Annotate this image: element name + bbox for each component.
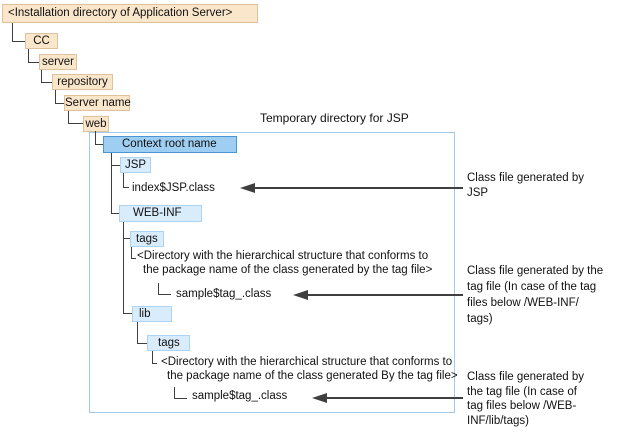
node-server-name: Server name (64, 95, 131, 111)
arrow-line-to-index-class (255, 187, 463, 189)
annotation-class-file-jsp: Class file generated by JSP (467, 171, 584, 201)
annotation-line: Class file generated by (467, 172, 584, 184)
connector-line (152, 363, 157, 364)
connector-line (123, 187, 129, 188)
connector-line (111, 153, 112, 213)
connector-line (95, 144, 103, 145)
connector-line (68, 111, 69, 124)
connector-line (68, 123, 83, 124)
annotation-line: files below /WEB-INF/ (467, 297, 579, 309)
connector-line (131, 258, 136, 259)
node-web: web (83, 116, 109, 132)
connector-line (55, 90, 56, 104)
annotation-line: Class file generated by the (467, 265, 604, 277)
connector-line (174, 398, 187, 399)
node-tags-webinf: tags (130, 231, 164, 247)
annotation-line: the tag file (In case of (467, 385, 577, 398)
annotation-class-file-webinf-tags: Class file generated by the tag file (In… (467, 263, 603, 327)
connector-line (174, 387, 175, 399)
arrow-line-to-sample-webinf (308, 294, 463, 296)
connector-line (123, 173, 124, 188)
node-server: server (39, 54, 77, 70)
file-sample-tag-class-lib: sample$tag_.class (192, 390, 288, 402)
connector-line (12, 41, 25, 42)
connector-line (152, 351, 153, 364)
connector-line (28, 49, 29, 63)
file-sample-tag-class-webinf: sample$tag_.class (176, 288, 272, 300)
annotation-line: tags) (467, 313, 493, 325)
connector-line (123, 313, 132, 314)
connector-line (158, 294, 171, 295)
node-repository: repository (52, 74, 113, 90)
connector-line (137, 343, 147, 344)
connector-line (95, 131, 96, 145)
arrow-head-to-sample-webinf (293, 290, 308, 300)
node-lib: lib (132, 306, 172, 322)
node-tags-lib: tags (147, 335, 190, 351)
file-index-jsp-class: index$JSP.class (132, 182, 215, 194)
connector-line (12, 23, 13, 42)
annotation-line: INF/lib/tags) (467, 414, 529, 427)
node-cc: CC (25, 33, 58, 49)
connector-line (131, 247, 132, 259)
connector-line (137, 322, 138, 344)
connector-line (158, 283, 159, 295)
connector-line (28, 62, 39, 63)
annotation-line: tag file (In case of the tag (467, 281, 597, 293)
node-jsp: JSP (120, 157, 151, 173)
node-web-inf: WEB-INF (119, 205, 202, 222)
annotation-line: JSP (467, 187, 489, 199)
dir-package-webinf-line2: the package name of the class generated … (143, 264, 433, 276)
connector-line (41, 70, 42, 83)
connector-line (123, 238, 130, 239)
arrow-line-to-sample-lib (327, 397, 463, 399)
connector-line (123, 222, 124, 314)
connector-line (55, 103, 64, 104)
arrow-head-to-sample-lib (312, 393, 327, 403)
connector-line (111, 165, 120, 166)
jsp-temp-dir-box (89, 132, 455, 413)
jsp-temp-dir-label: Temporary directory for JSP (260, 111, 409, 125)
node-context-root: Context root name (103, 136, 237, 153)
dir-package-webinf-line1: <Directory with the hierarchical structu… (137, 250, 429, 262)
annotation-class-file-lib-tags: Class file generated by the tag file (In… (467, 370, 584, 428)
dir-package-lib-line2: the package name of the class generated … (167, 370, 458, 382)
dir-package-lib-line1: <Directory with the hierarchical structu… (161, 356, 453, 368)
arrow-head-to-index-class (240, 183, 255, 193)
connector-line (41, 82, 52, 83)
connector-line (111, 213, 119, 214)
node-installation-directory: <Installation directory of Application S… (2, 4, 258, 23)
annotation-line: Class file generated by (467, 371, 584, 383)
annotation-line: tag files below /WEB- (467, 400, 577, 412)
